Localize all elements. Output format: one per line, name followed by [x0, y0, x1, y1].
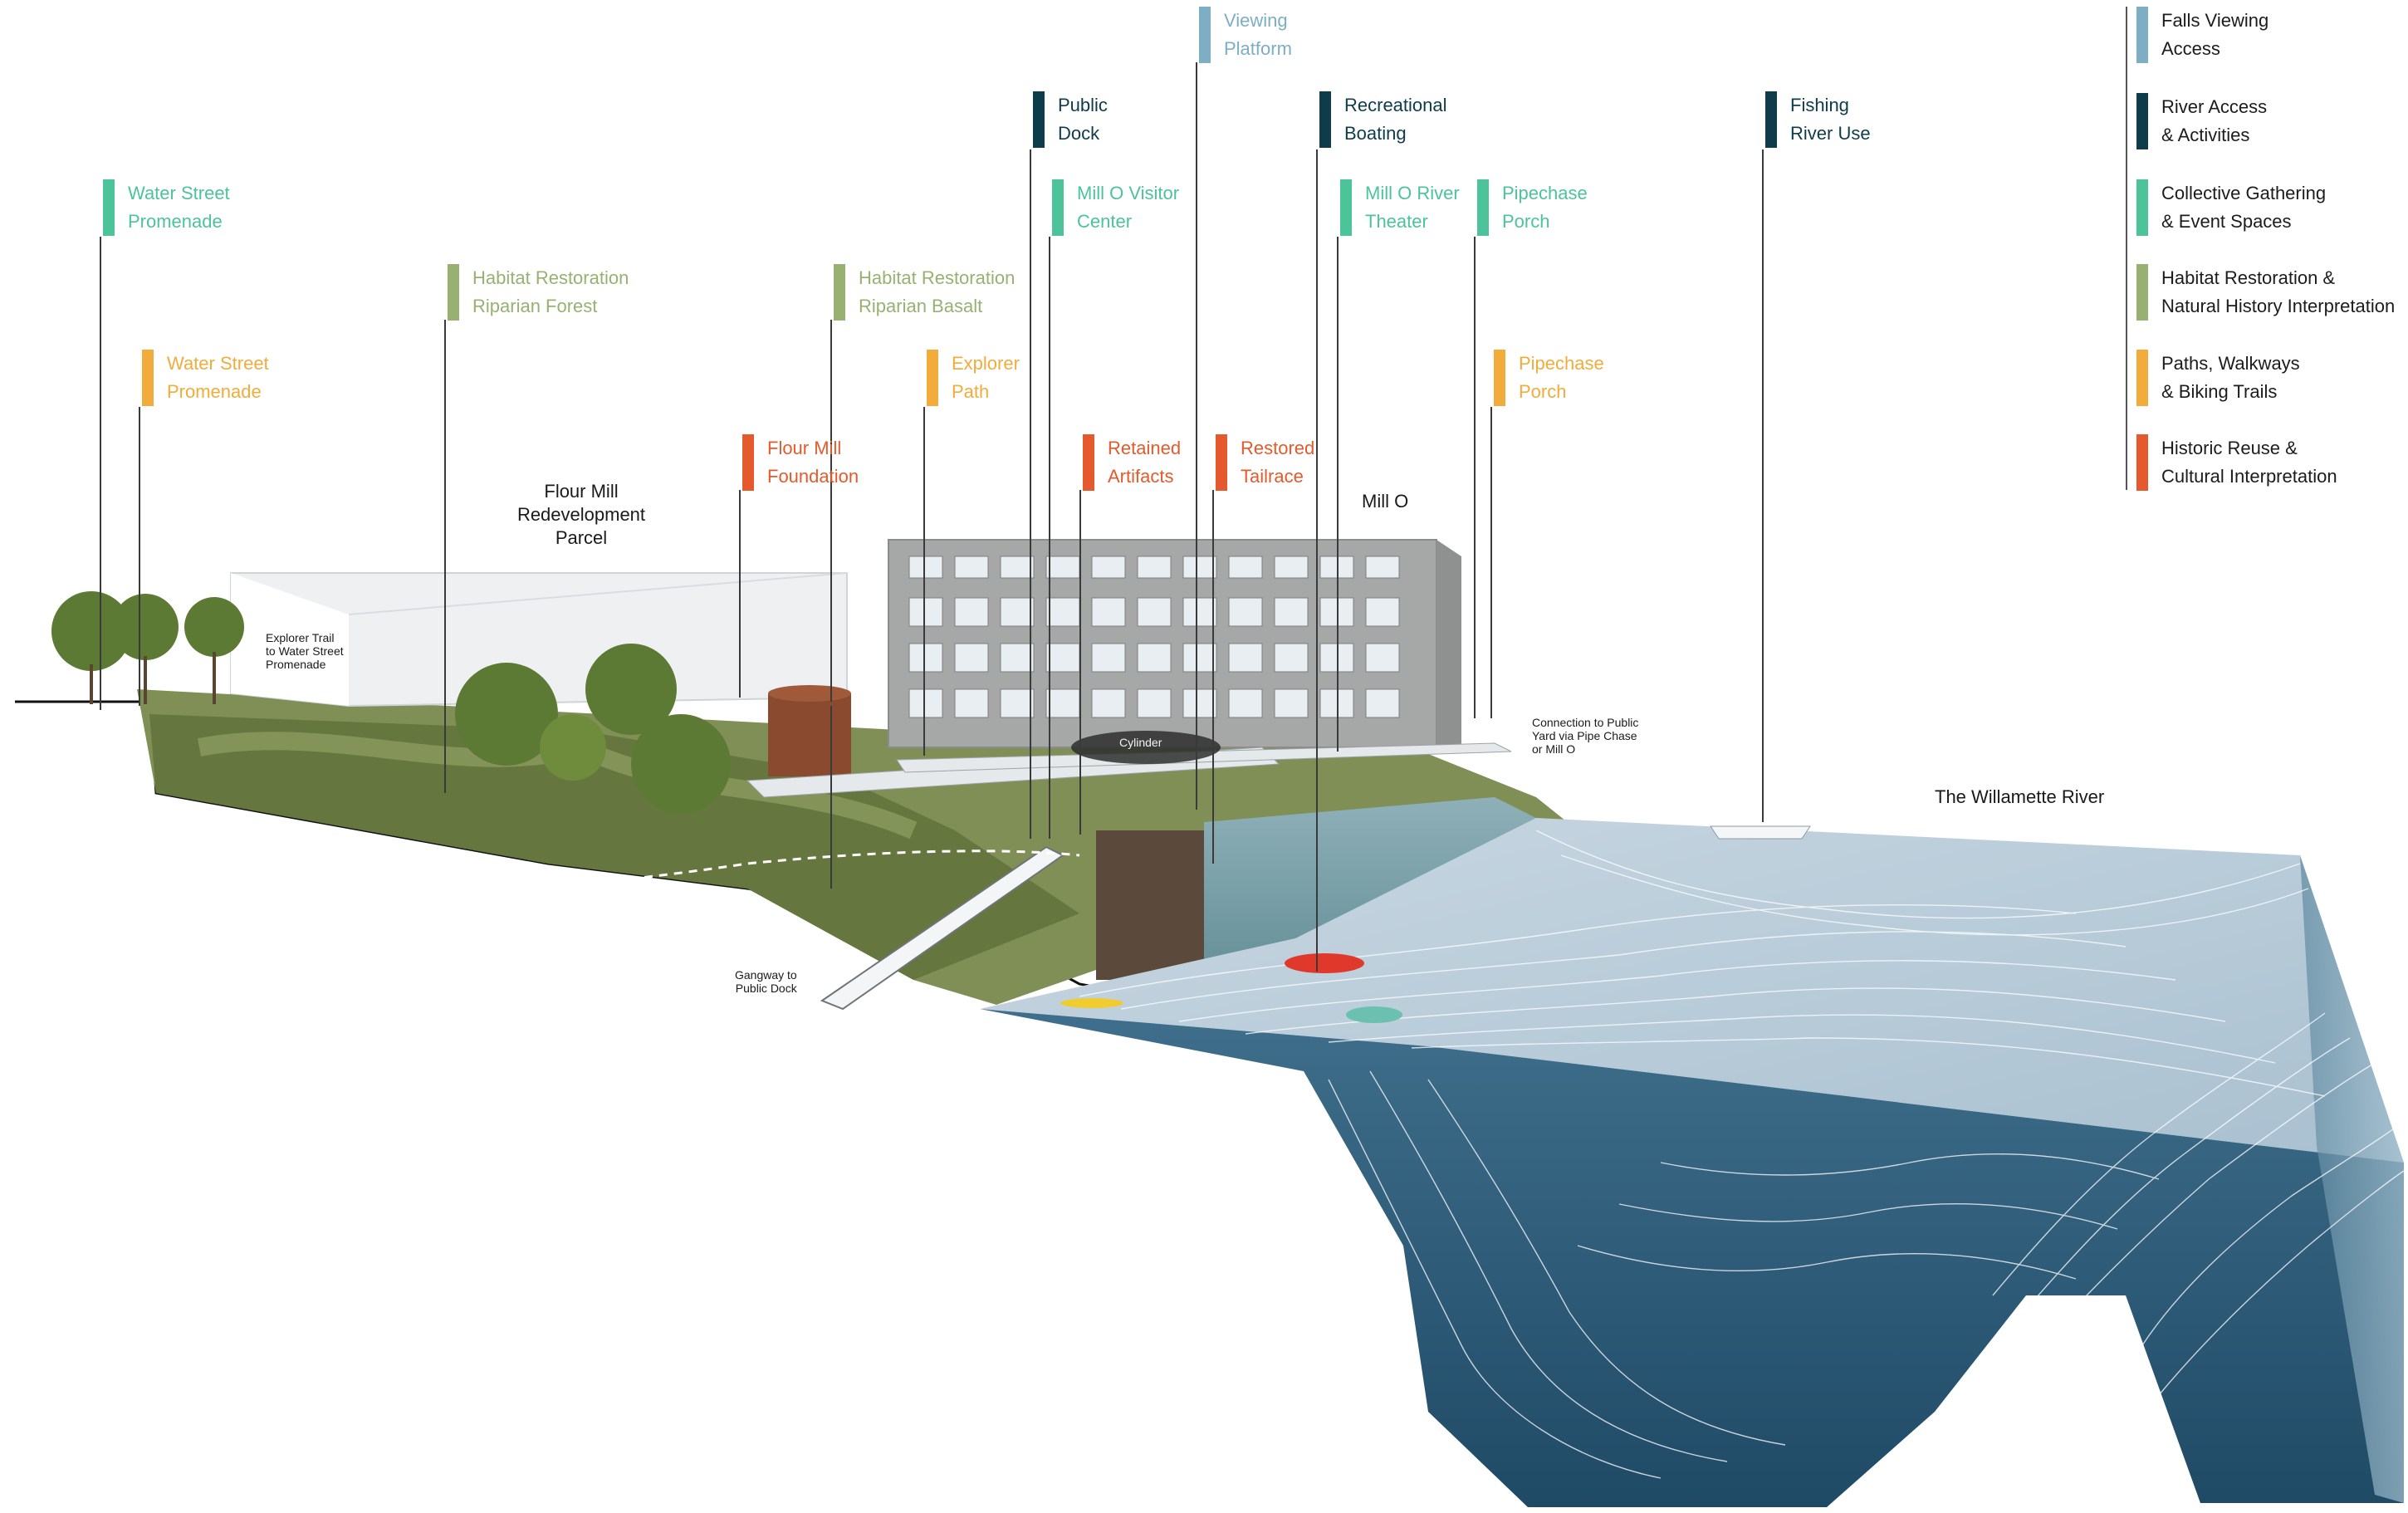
callout-color-bar	[742, 434, 754, 491]
leader-line	[1316, 149, 1318, 972]
legend-divider	[2126, 7, 2127, 490]
legend-text: Historic Reuse &Cultural Interpretation	[2161, 438, 2337, 487]
leader-line	[139, 407, 140, 706]
label-willamette-river: The Willamette River	[1935, 786, 2105, 807]
callout-color-bar	[1319, 91, 1331, 148]
legend-text: Collective Gathering& Event Spaces	[2161, 183, 2327, 232]
leader-line	[1490, 407, 1492, 718]
label-explorer-trail: Explorer Trail to Water Street Promenade	[266, 631, 344, 671]
callout-color-bar	[448, 264, 459, 321]
river-block-top	[980, 818, 2404, 1163]
label-connection-public-yard: Connection to Public Yard via Pipe Chase…	[1532, 716, 1639, 756]
leader-line	[100, 237, 101, 710]
leader-line	[1337, 237, 1339, 752]
callout-color-bar	[834, 264, 845, 321]
legend-swatch	[2136, 264, 2148, 321]
leader-line	[444, 320, 446, 793]
callout-color-bar	[103, 179, 115, 236]
leader-line	[923, 407, 925, 756]
callout-color-bar	[1477, 179, 1489, 236]
label-mill-o: Mill O	[1362, 491, 1409, 512]
callout-color-bar	[1083, 434, 1094, 491]
callout-color-bar	[1340, 179, 1352, 236]
legend-swatch	[2136, 179, 2148, 236]
leader-line	[1474, 237, 1476, 718]
leader-line	[1196, 62, 1197, 810]
river-block-section	[980, 1009, 2404, 1507]
legend-text: Paths, Walkways& Biking Trails	[2161, 353, 2300, 402]
leader-line	[830, 320, 832, 702]
label-cylinder: Cylinder	[1119, 736, 1162, 749]
label-flour-mill-parcel: Flour Mill Redevelopment Parcel	[516, 481, 646, 548]
leader-line	[830, 706, 832, 889]
legend-swatch	[2136, 350, 2148, 406]
legend-text: Habitat Restoration &Natural History Int…	[2161, 267, 2396, 316]
label-gangway: Gangway to Public Dock	[735, 968, 797, 995]
callout-color-bar	[927, 350, 938, 406]
leader-line	[1049, 237, 1050, 839]
callout-color-bar	[1052, 179, 1064, 236]
callout-color-bar	[142, 350, 154, 406]
legend-text: River Access& Activities	[2161, 96, 2268, 145]
legend-swatch	[2136, 7, 2148, 63]
trees	[51, 591, 731, 814]
legend-swatch	[2136, 434, 2148, 491]
leader-line	[739, 490, 741, 698]
callout-color-bar	[1494, 350, 1505, 406]
leader-line	[1030, 149, 1031, 839]
callout-color-bar	[1216, 434, 1227, 491]
legend-swatch	[2136, 93, 2148, 149]
leader-line	[1212, 490, 1214, 864]
callout-color-bar	[1199, 7, 1211, 63]
leader-line	[1079, 490, 1081, 835]
callout-color-bar	[1765, 91, 1777, 148]
callout-color-bar	[1033, 91, 1045, 148]
leader-line	[1762, 149, 1764, 822]
